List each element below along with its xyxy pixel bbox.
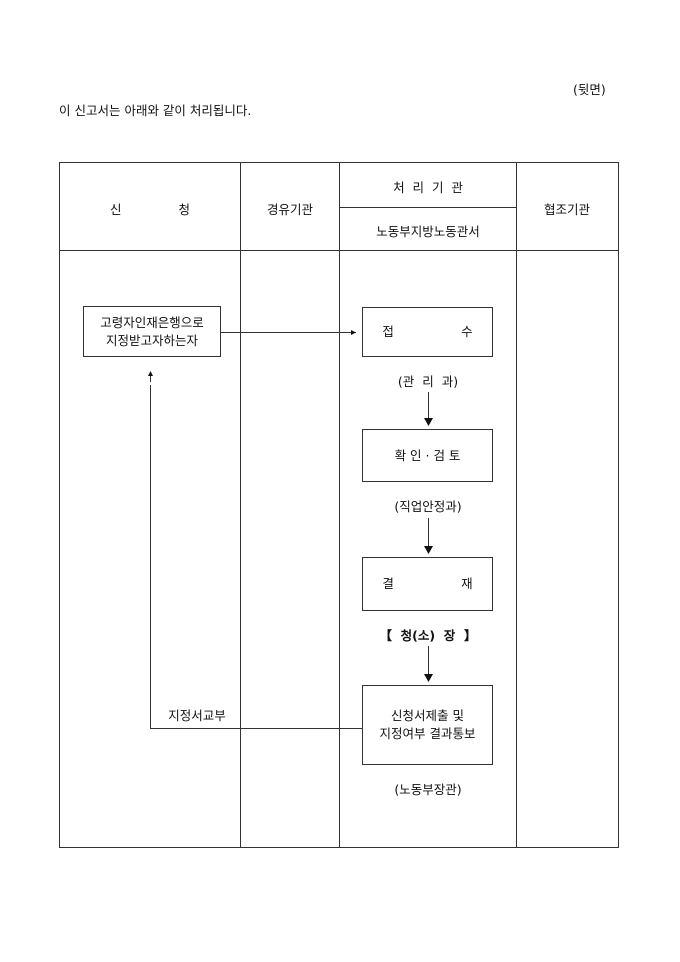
arrowhead-up [148, 371, 153, 376]
arrowhead-down [424, 674, 433, 682]
step-text: 수 [461, 324, 473, 339]
header-applicant-char: 청 [178, 202, 190, 217]
return-label: 지정서교부 [168, 708, 226, 723]
header-via-agency: 경유기관 [266, 202, 314, 217]
step-review-dept: (직업안정과) [394, 499, 462, 514]
step-text: 확 인 · 검 토 [394, 447, 461, 463]
step-notify-box: 신청서제출 및 지정여부 결과통보 [362, 685, 493, 765]
step-review-box: 확 인 · 검 토 [362, 429, 493, 482]
step-text: 지정여부 결과통보 [379, 726, 476, 741]
header-processing-agency: 처 리 기 관 [393, 180, 463, 195]
step-text: 접 [382, 324, 394, 339]
arrowhead-down [424, 546, 433, 554]
step-text: 결 [382, 576, 394, 591]
intro-text: 이 신고서는 아래와 같이 처리됩니다. [59, 103, 252, 118]
applicant-box-line: 고령자인재은행으로 [100, 314, 204, 330]
header-applicant: 신 청 [110, 199, 190, 218]
header-cooperating-agency: 협조기관 [543, 202, 591, 217]
page-side-label: (뒷면) [573, 82, 606, 97]
step-text: 신청서제출 및 [391, 708, 464, 723]
step-notify-dept: (노동부장관) [394, 782, 462, 797]
applicant-box-line: 지정받고자하는자 [105, 332, 198, 348]
arrowhead-right [351, 330, 356, 335]
header-processing-office: 노동부지방노동관서 [376, 224, 480, 239]
step-approval-dept: 【 청(소) 장 】 [379, 628, 477, 643]
step-reception-dept: (관 리 과) [397, 374, 459, 389]
header-applicant-char: 신 [110, 202, 122, 217]
applicant-box: 고령자인재은행으로 지정받고자하는자 [83, 306, 221, 357]
arrowhead-down [424, 418, 433, 426]
return-line [150, 385, 362, 729]
step-text: 재 [461, 576, 473, 591]
